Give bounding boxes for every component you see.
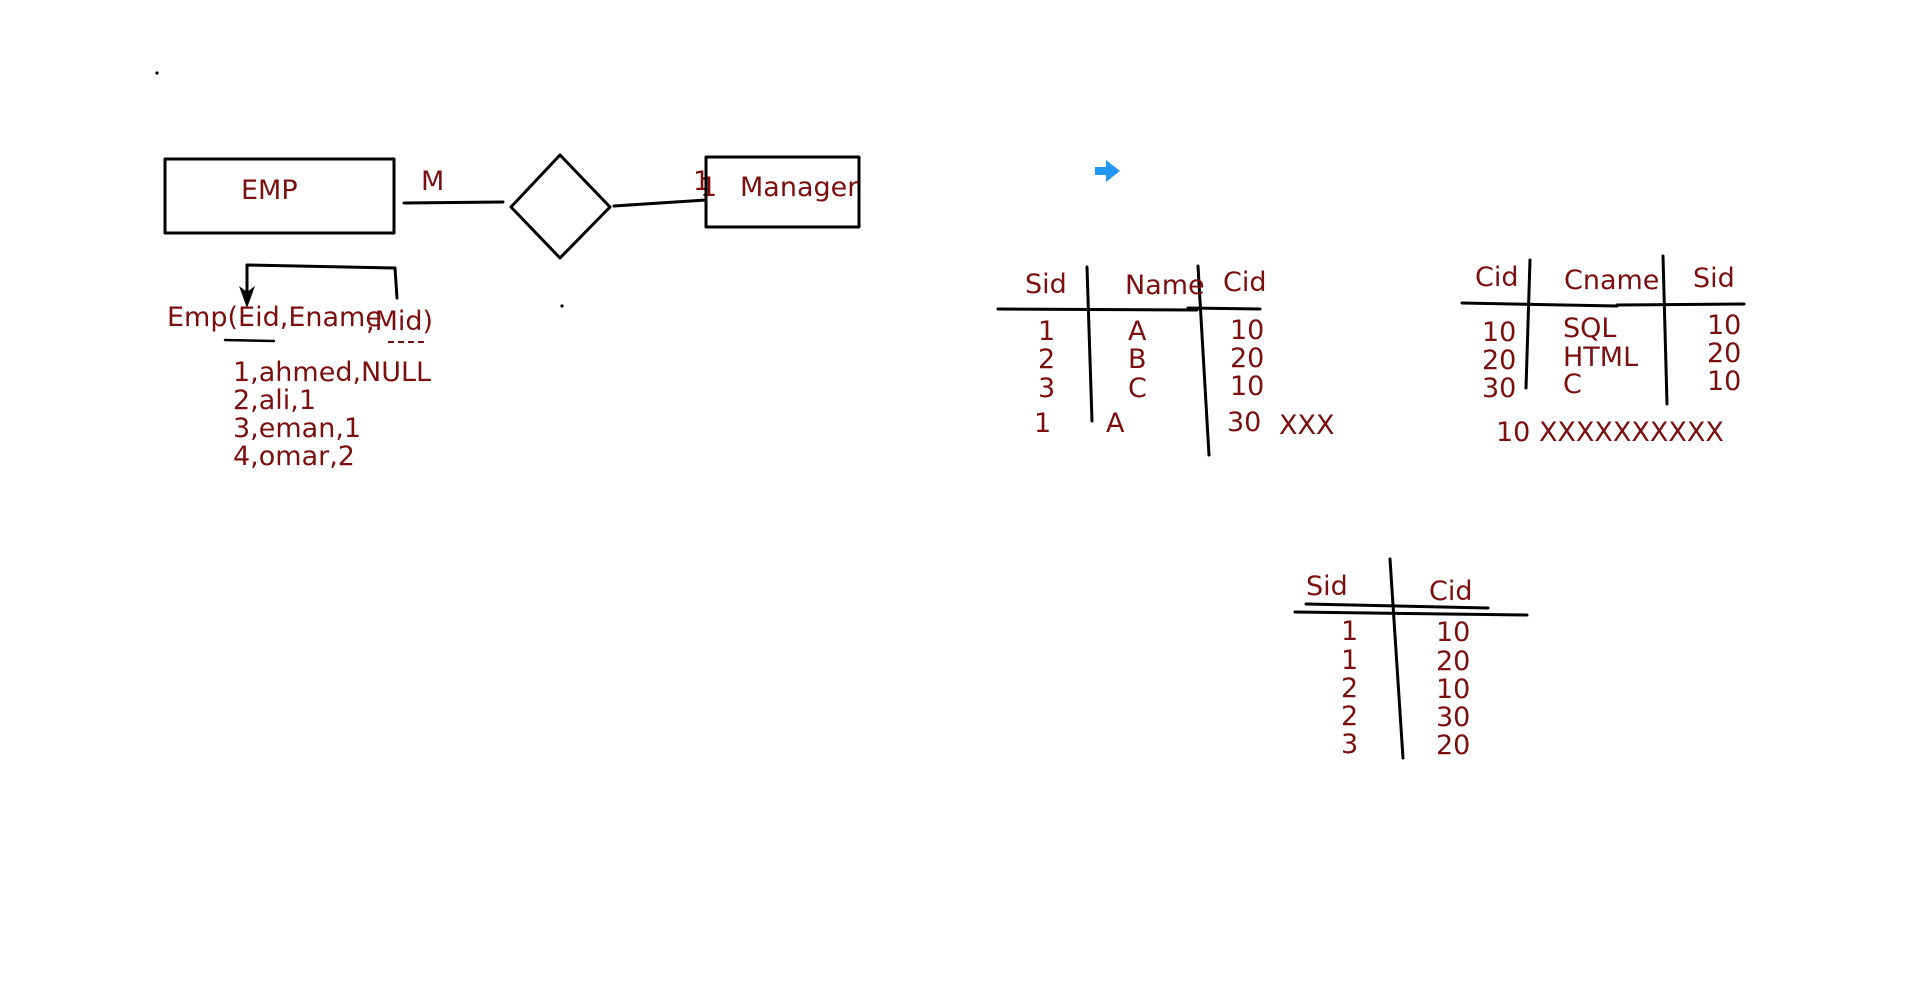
table-cell: 1 — [1341, 645, 1358, 676]
stray-dot — [560, 304, 564, 308]
table-cell: 10 — [1230, 371, 1264, 402]
table-header-cell: Cid — [1475, 262, 1519, 293]
cardinality-one-overwrite: 1 — [700, 172, 717, 203]
table-column-divider — [1085, 265, 1094, 423]
table-cell: 2 — [1341, 673, 1358, 704]
table-cell: C — [1563, 369, 1582, 400]
emp-row: 3,eman,1 — [233, 413, 361, 444]
table-header-cell: Name — [1125, 270, 1205, 301]
table-cell: 10 — [1707, 366, 1741, 397]
table-cell: 2 — [1038, 344, 1055, 375]
emp-row: 4,omar,2 — [233, 441, 355, 472]
cardinality-many-label: M — [421, 166, 444, 197]
table-column-divider — [1388, 557, 1405, 760]
table-cell: C — [1128, 373, 1147, 404]
table-cell: 30 — [1482, 373, 1516, 404]
table-header-rule — [1186, 306, 1262, 311]
table-header-rule — [1293, 610, 1529, 617]
table-header-cell: Sid — [1693, 263, 1735, 294]
table-header-cell: Cid — [1223, 267, 1267, 298]
student-course-table: Sid Cid 1 10 1 20 2 10 2 30 3 20 — [1293, 557, 1529, 761]
table-header-cell: Cid — [1429, 576, 1473, 607]
table-header-rule — [996, 307, 1199, 312]
manager-entity-box — [704, 155, 861, 229]
rejected-row-mark: 10 XXXXXXXXXX — [1496, 417, 1724, 448]
table-cell: SQL — [1563, 313, 1616, 344]
table-cell: 20 — [1707, 338, 1741, 369]
table-cell: 10 — [1436, 674, 1470, 705]
table-cell: 20 — [1482, 345, 1516, 376]
student-table: Sid Name Cid 1 A 10 2 B 20 3 C 10 1 A 30… — [996, 264, 1335, 457]
emp-row: 1,ahmed,NULL — [233, 357, 431, 388]
table-cell: A — [1128, 316, 1147, 347]
emp-entity-box — [163, 157, 396, 235]
emp-relationship-line — [402, 200, 505, 205]
emp-relation-schema: Emp(Eid,Ename — [167, 302, 382, 333]
table-extra-cell: 30 — [1227, 407, 1261, 438]
emp-row: 2,ali,1 — [233, 385, 316, 416]
table-header-rule — [1615, 302, 1746, 307]
table-column-divider — [1196, 264, 1211, 457]
table-column-divider — [1661, 254, 1669, 406]
relationship-diamond — [509, 153, 612, 260]
table-extra-cell: 1 — [1034, 408, 1051, 439]
right-arrow-icon — [1095, 160, 1120, 182]
table-header-cell: Sid — [1025, 269, 1067, 300]
table-extra-cell: A — [1106, 408, 1125, 439]
table-cell: 3 — [1341, 729, 1358, 760]
emp-entity-label: EMP — [241, 175, 298, 206]
table-cell: 1 — [1341, 616, 1358, 647]
table-cell: 10 — [1230, 315, 1264, 346]
table-cell: B — [1128, 344, 1147, 375]
table-cell: 20 — [1436, 730, 1470, 761]
table-cell: 20 — [1436, 646, 1470, 677]
table-cell: 10 — [1482, 317, 1516, 348]
course-table: Cid Cname Sid 10 SQL 10 20 HTML 20 30 C … — [1460, 254, 1746, 448]
foreign-key-bracket-right — [393, 266, 399, 300]
table-cell: 1 — [1038, 316, 1055, 347]
table-header-cell: Cname — [1564, 265, 1659, 296]
stray-dot — [155, 71, 159, 75]
primary-key-underline — [223, 338, 276, 343]
manager-relationship-line — [612, 198, 708, 208]
table-cell: 20 — [1230, 343, 1264, 374]
emp-mid-attribute: ,Mid) — [366, 306, 433, 337]
table-header-rule — [1460, 301, 1619, 308]
foreign-key-bracket — [245, 263, 397, 302]
rejected-row-mark: XXX — [1279, 410, 1335, 441]
table-header-rule — [1304, 602, 1490, 610]
table-cell: 3 — [1038, 373, 1055, 404]
foreign-key-arrowhead-icon — [239, 286, 255, 308]
table-cell: 2 — [1341, 701, 1358, 732]
table-cell: 10 — [1436, 617, 1470, 648]
table-cell: 30 — [1436, 702, 1470, 733]
table-header-cell: Sid — [1306, 571, 1348, 602]
table-column-divider — [1524, 258, 1532, 390]
table-cell: 10 — [1707, 310, 1741, 341]
manager-entity-label: Manager — [740, 172, 859, 203]
table-cell: HTML — [1563, 342, 1638, 373]
